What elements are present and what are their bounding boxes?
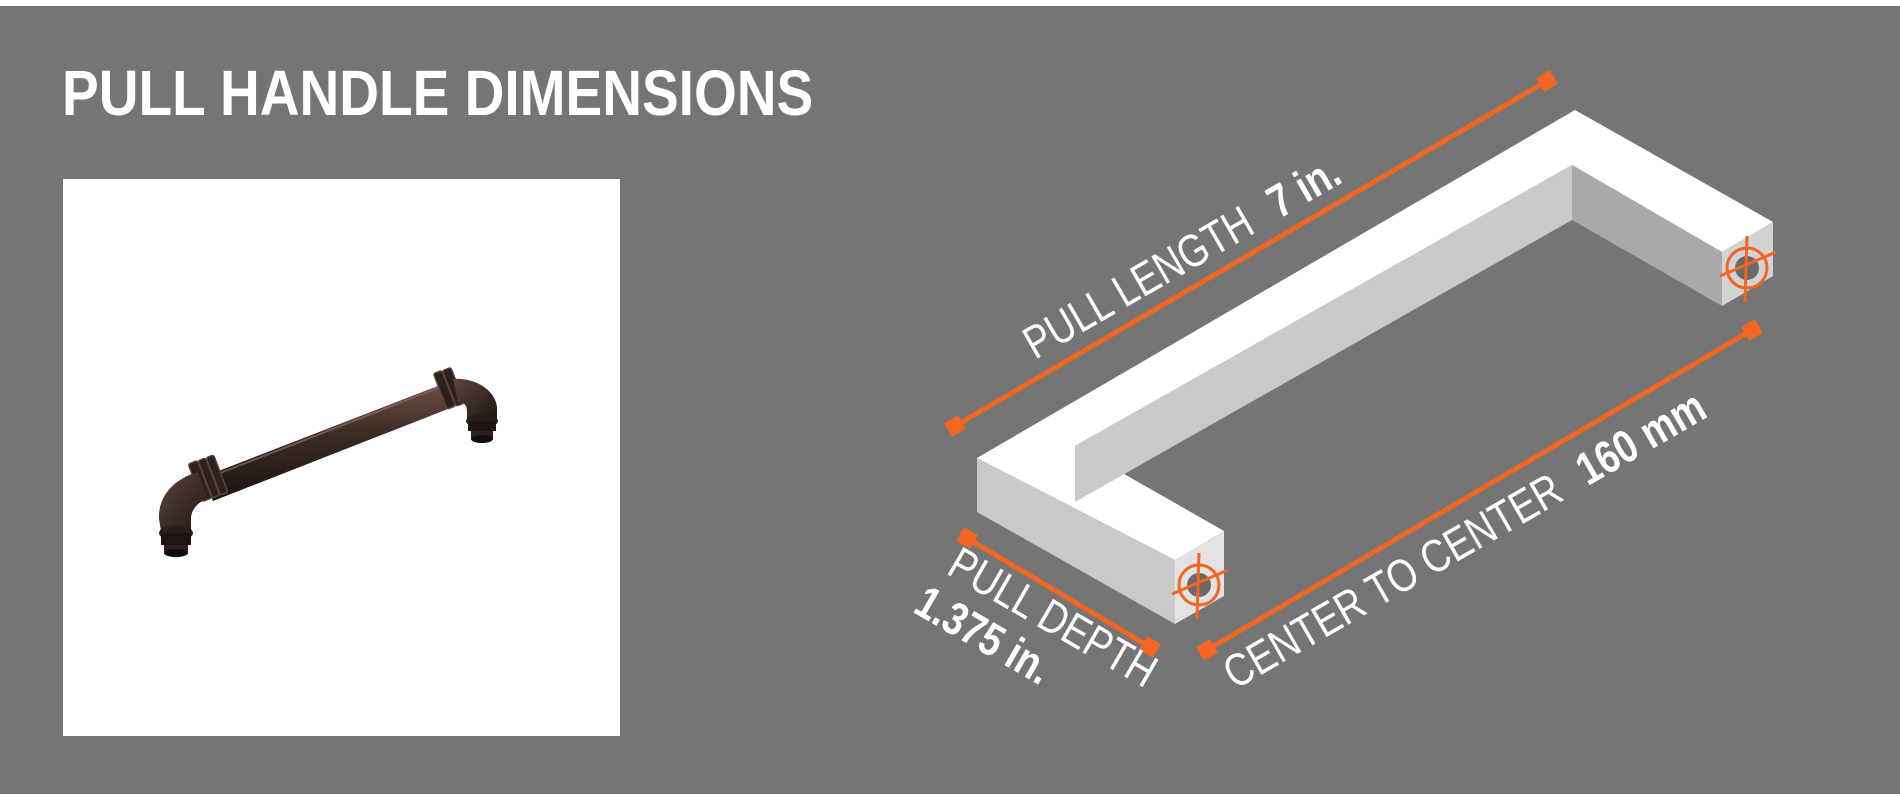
crosshair-icon bbox=[1171, 552, 1229, 620]
handle-3d-model bbox=[977, 110, 1773, 624]
page-title: PULL HANDLE DIMENSIONS bbox=[62, 57, 814, 129]
svg-text:CENTER TO CENTER 160 mm: CENTER TO CENTER 160 mm bbox=[1214, 380, 1714, 698]
right-elbow bbox=[453, 378, 498, 443]
pull-handle-photo bbox=[158, 367, 498, 557]
pull-length-value: 7 in. bbox=[1258, 146, 1349, 228]
handle-bar bbox=[203, 384, 453, 501]
left-elbow bbox=[158, 472, 208, 557]
pull-depth-line bbox=[956, 527, 1161, 658]
center-to-center-label: CENTER TO CENTER bbox=[1214, 463, 1571, 699]
center-to-center-line bbox=[1196, 319, 1763, 661]
product-photo-panel bbox=[63, 179, 620, 736]
center-to-center-label-group: CENTER TO CENTER 160 mm bbox=[1214, 380, 1714, 698]
pull-length-line bbox=[944, 70, 1558, 437]
crosshair-icon bbox=[1719, 235, 1777, 303]
